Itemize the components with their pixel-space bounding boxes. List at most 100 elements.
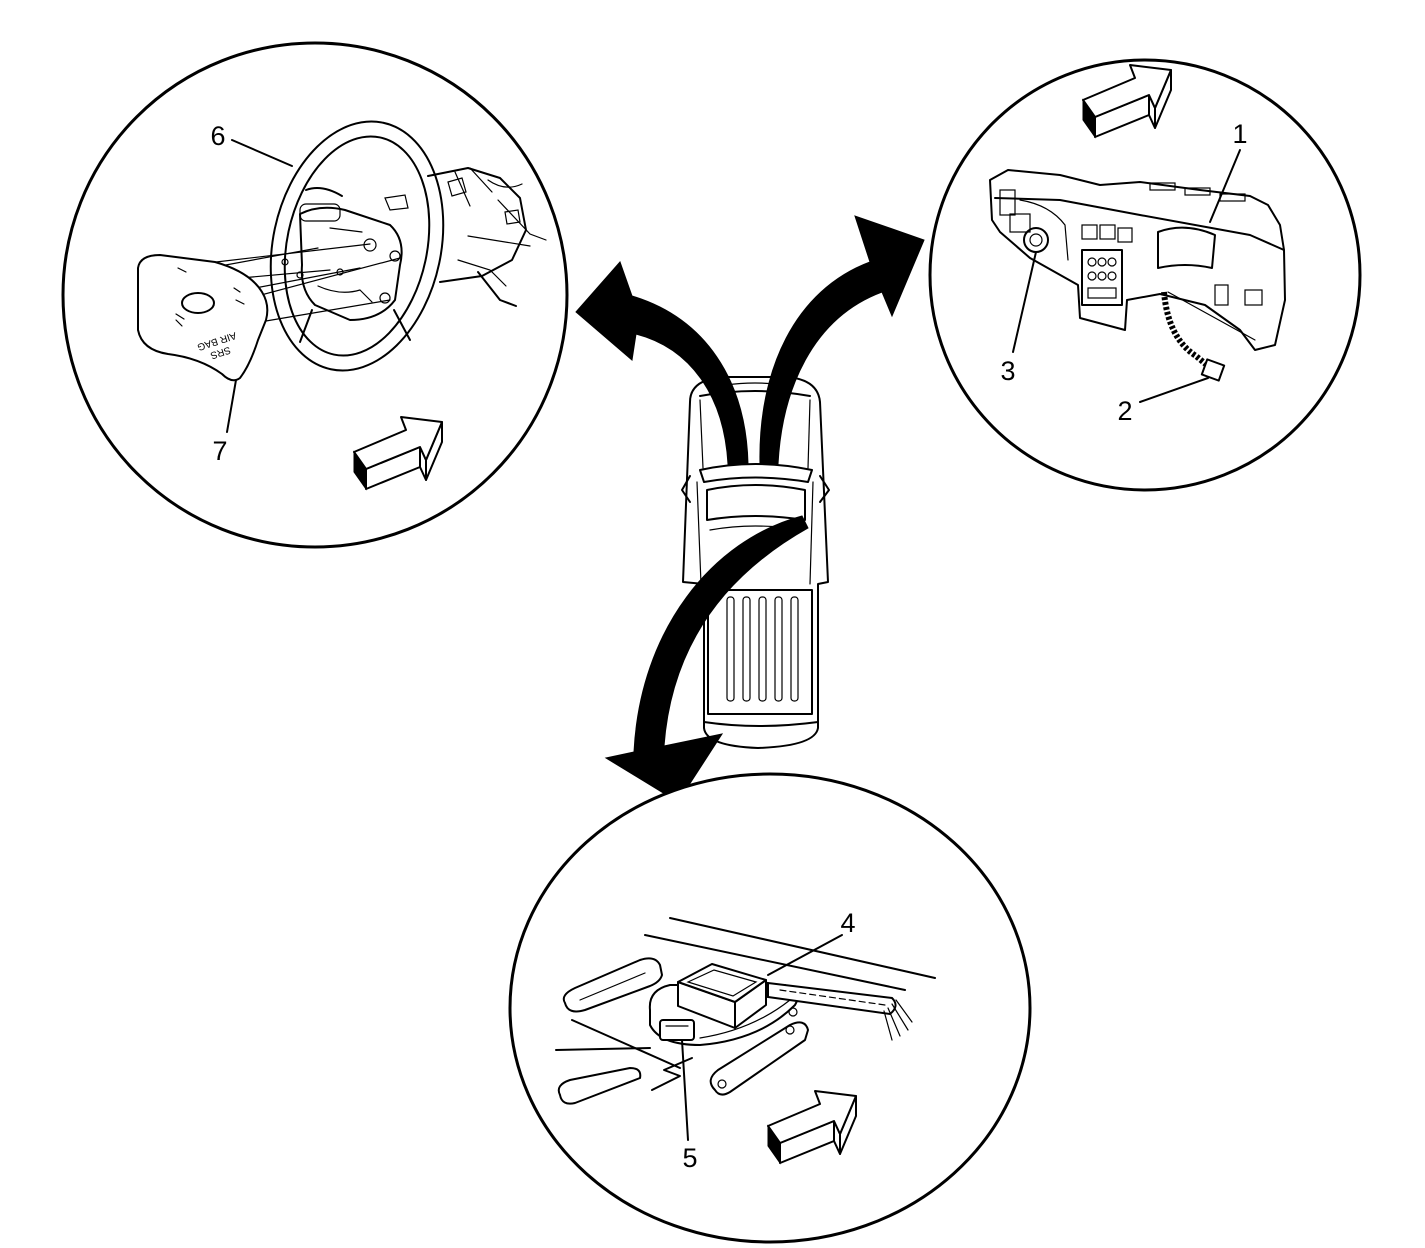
harness-wrap [779,989,886,1006]
truck-bed [707,589,813,715]
steering-wheel-rim-inner [283,135,431,357]
left-air-vent [999,189,1016,216]
center-control [1081,224,1098,240]
center-stack-panel [1087,287,1117,299]
leader-line-5 [681,1039,689,1141]
callout-3: 3 [1000,356,1015,386]
floor-slot-inner [579,972,646,1001]
steering-wheel-spoke [393,309,411,341]
truck-mirror-left [681,475,691,503]
forward-direction-arrow [353,416,443,491]
panel-lower-line [1167,291,1256,341]
right-view: 1 3 2 [928,58,1362,492]
floor-pan-line [571,1019,681,1069]
column-wire [487,179,523,188]
instrument-cluster [1157,226,1216,269]
steering-wheel-spoke [305,187,343,197]
leader-line-4 [767,934,843,976]
leader-line-7 [226,379,237,433]
left-view: SRS AIR BAG 6 7 [61,41,569,549]
forward-direction-arrow [767,1090,857,1165]
sensing-module-lid [686,969,758,997]
harness-wire [891,1003,909,1031]
arrow-top-face [353,416,443,470]
callout-5: 5 [682,1143,697,1173]
truck-hood-crease-right [807,399,811,469]
center-control [1117,227,1133,243]
panel-left-cluster-line [1019,199,1069,261]
truck-bed-rib [742,596,751,702]
callout-2: 2 [1117,396,1132,426]
arrow-top-face [1082,64,1172,118]
center-stack-knob [1107,271,1117,281]
truck-windshield [699,463,813,483]
module-emblem [181,292,215,314]
hub-switch [384,194,409,211]
steering-wheel-rim-outer [269,120,445,372]
exploded-line [215,243,371,263]
callout-7: 7 [212,436,227,466]
left-switch-box [1009,213,1031,233]
harness-wire [883,1010,893,1041]
leader-line-3 [1012,251,1037,353]
truck-bed-rib [726,596,735,702]
module-mark [175,319,183,327]
steering-column [427,167,547,307]
column-housing [427,167,527,283]
right-panel-box [1244,289,1263,306]
steering-wheel-hub [299,206,403,321]
harness-wire [887,1007,901,1037]
exploded-line [259,299,391,323]
module-connector [659,1019,695,1041]
module-mark [175,313,185,320]
callout-1: 1 [1232,119,1247,149]
hub-bolt [389,250,401,262]
mounting-screw [717,1079,727,1089]
fastener [296,271,304,279]
arrow-top-face [767,1090,857,1144]
right-air-vent [1214,284,1229,306]
pointer-arrow-to-right-view [759,215,925,465]
bottom-view: 4 5 [508,772,1032,1244]
harness-wire [895,999,913,1023]
mounting-pad-edge [699,999,791,1039]
floor-rib-line [669,917,936,979]
forward-direction-arrow [1082,64,1172,139]
module-mark [177,267,187,273]
harness-connector [1200,358,1226,382]
center-stack-knob [1097,271,1107,281]
module-mark [233,287,241,293]
truck-hood-crease-left [699,399,704,469]
floor-pan-line [555,1047,651,1051]
module-mark [235,299,245,305]
steering-wheel-spoke [299,309,313,343]
floor-rib-line [644,934,906,991]
hub-bolt [379,292,391,304]
column-clip [504,209,521,225]
truck-cab-side-left [696,481,702,585]
center-control [1099,224,1116,240]
truck-mirror-right [819,475,830,503]
column-wire [467,235,531,247]
center-stack-knob [1097,257,1107,267]
truck-bed-rib [758,596,767,702]
floor-break-line [651,1057,693,1091]
floor-slot [562,957,663,1013]
hub-detail [317,285,373,303]
truck-tailgate [703,721,819,727]
air-bag-module [137,254,269,382]
center-stack-knob [1087,257,1097,267]
callout-6: 6 [210,121,225,151]
truck-cab-side-right [809,481,814,585]
exploded-line [244,267,361,291]
pointer-arrow-to-bottom-view [604,515,809,803]
leader-line-2 [1139,377,1209,403]
floor-slot [709,1021,809,1096]
column-line [469,167,493,193]
center-stack [1081,249,1123,306]
defroster-vent [1149,182,1176,191]
leader-line-6 [231,139,293,167]
pointer-arrow-to-left-view [575,261,749,465]
mounting-screw [785,1025,795,1035]
